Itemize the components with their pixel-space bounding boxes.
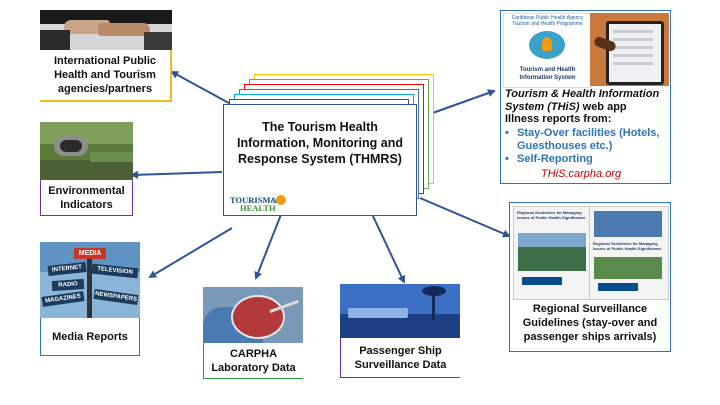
guidelines-doc-2: Regional Guidelines for Managing Issues … [589,206,669,300]
environmental-label: Environmental Indicators [48,184,125,211]
guidelines-box: Regional Guidelines for Managing Issues … [509,202,671,352]
media-reports-box: Media Reports [40,318,140,356]
this-app-box: Caribbean Public Health Agency Tourism a… [500,10,671,184]
sign-newspapers: NEWSPAPERS [93,288,139,306]
ship-surveillance-box: Passenger Ship Surveillance Data [340,338,460,378]
this-thumb-caption: Tourism and Health Information System [519,67,576,81]
this-bullet-1-text: Stay-Over facilities (Hotels, Guesthouse… [517,127,660,152]
this-url-link[interactable]: THiS.carpha.org [541,168,622,180]
lab-petri-image [203,287,303,343]
arrow-to-guidelines [419,197,511,238]
media-reports-label: Media Reports [52,330,128,343]
tablet-icon [606,21,664,85]
environmental-box: Environmental Indicators [40,180,133,216]
tourism-health-logo: TOURISM& HEALTH [230,195,300,213]
sign-media: MEDIA [74,248,106,259]
guidelines-doc-1: Regional Guidelines for Managing Issues … [513,206,593,300]
arrow-to-carpha [254,211,283,280]
arrow-to-env [130,170,223,179]
tablet-hand-image [590,13,669,86]
this-bullet-2: • Self-Reporting [505,153,668,166]
bullet-icon: • [505,153,509,165]
sign-magazines: MAGAZINES [41,291,85,307]
palm-tree-icon [432,290,435,320]
intl-agencies-box: International Public Health and Tourism … [40,50,172,102]
cruise-ship-image [340,284,460,340]
ship-icon [348,308,408,318]
logo-line-2: HEALTH [240,203,276,213]
media-signs-image: MEDIA INTERNET TELEVISION RADIO MAGAZINE… [40,242,140,318]
sign-radio: RADIO [51,278,85,292]
center-box: The Tourism Health Information, Monitori… [223,104,417,216]
guidelines-doc-2-title: Regional Guidelines for Managing Issues … [593,241,662,251]
carpha-lab-box: CARPHA Laboratory Data [203,343,303,379]
this-title-italic: Tourism & Health Information System (THi… [505,88,660,113]
arrow-to-intl [170,71,239,109]
logo-swirl-icon [276,195,286,205]
this-title-rest: web app [579,101,627,113]
this-subtitle: Illness reports from: [505,113,612,125]
carpha-lab-label: CARPHA Laboratory Data [211,347,296,374]
this-title: Tourism & Health Information System (THi… [505,88,668,114]
logo-line-1: TOURISM& [230,195,278,205]
this-thumb-header-2: Tourism and Health Programme [512,21,583,27]
ship-surveillance-label: Passenger Ship Surveillance Data [354,344,447,371]
guidelines-doc-1-title: Regional Guidelines for Managing Issues … [517,210,586,220]
right-hand-icon [98,23,150,36]
this-bullet-1: • Stay-Over facilities (Hotels, Guesthou… [505,127,668,153]
this-thumbnail: Caribbean Public Health Agency Tourism a… [503,13,592,88]
arrow-to-ship [371,213,406,284]
handshake-image [40,10,172,50]
guidelines-label: Regional Surveillance Guidelines (stay-o… [522,303,658,343]
center-title: The Tourism Health Information, Monitori… [237,120,403,166]
bullet-icon: • [505,127,509,139]
arrow-to-media [148,227,233,279]
this-thumb-header-1: Caribbean Public Health Agency [511,15,584,21]
environment-image [40,122,133,180]
this-bullet-2-text: Self-Reporting [517,153,593,165]
this-logo-icon [529,31,565,59]
petri-dish-icon [231,295,285,339]
signpost-pole [87,252,92,318]
intl-agencies-label: International Public Health and Tourism … [53,55,157,95]
